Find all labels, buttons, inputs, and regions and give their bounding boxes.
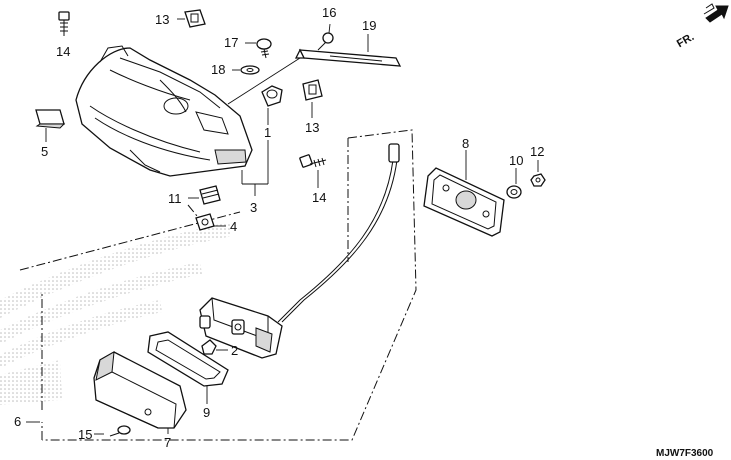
callout-11: 11 [168, 191, 182, 206]
part-17-screw [245, 38, 272, 59]
part-1-socket [241, 85, 283, 196]
part-2-small-bulb [201, 339, 228, 355]
callout-5: 5 [41, 144, 48, 159]
callout-19: 19 [362, 18, 376, 33]
part-taillight-housing [75, 45, 253, 177]
callout-4: 4 [230, 219, 237, 234]
part-9-gasket [147, 331, 229, 404]
callout-3: 3 [250, 200, 257, 215]
callout-7: 7 [164, 435, 171, 450]
callout-8: 8 [462, 136, 469, 151]
front-direction-arrow-icon [703, 3, 729, 23]
callout-9: 9 [203, 405, 210, 420]
callout-16: 16 [322, 5, 336, 20]
watermark-wing-logo [0, 222, 232, 405]
callout-14-middle: 14 [312, 190, 326, 205]
part-11-grommet [188, 185, 221, 205]
callout-15: 15 [78, 427, 92, 442]
part-18-washer [232, 65, 260, 75]
callout-12: 12 [530, 144, 544, 159]
callout-2: 2 [231, 343, 238, 358]
part-7-license-lens [93, 351, 187, 434]
part-15-screw [94, 425, 131, 437]
callout-1: 1 [264, 125, 271, 140]
callout-14-upper: 14 [56, 44, 70, 59]
part-license-light-unit [199, 297, 283, 359]
assembly-boundary-lines [19, 129, 417, 441]
part-10-collar [506, 168, 522, 199]
direction-label: FR. [675, 31, 696, 50]
callout-6: 6 [14, 414, 21, 429]
part-5-rubber-block [35, 109, 66, 129]
part-4-bulb [195, 213, 226, 231]
part-16-bolt [317, 23, 334, 51]
part-14-bolt-upper [58, 11, 70, 36]
part-8-plate-gasket [423, 150, 505, 237]
part-14-bolt-middle [299, 154, 327, 188]
callout-13-upper: 13 [155, 12, 169, 27]
callout-13-middle: 13 [305, 120, 319, 135]
callout-18: 18 [211, 62, 225, 77]
callout-17: 17 [224, 35, 238, 50]
part-13-clip-nut-upper [177, 9, 206, 28]
part-wire-harness [277, 143, 400, 323]
part-13-clip-nut-middle [302, 79, 323, 118]
part-12-nut [530, 160, 546, 187]
callout-10: 10 [509, 153, 523, 168]
diagram-code: MJW7F3600 [656, 448, 714, 459]
part-19-stay-bracket [227, 34, 402, 105]
